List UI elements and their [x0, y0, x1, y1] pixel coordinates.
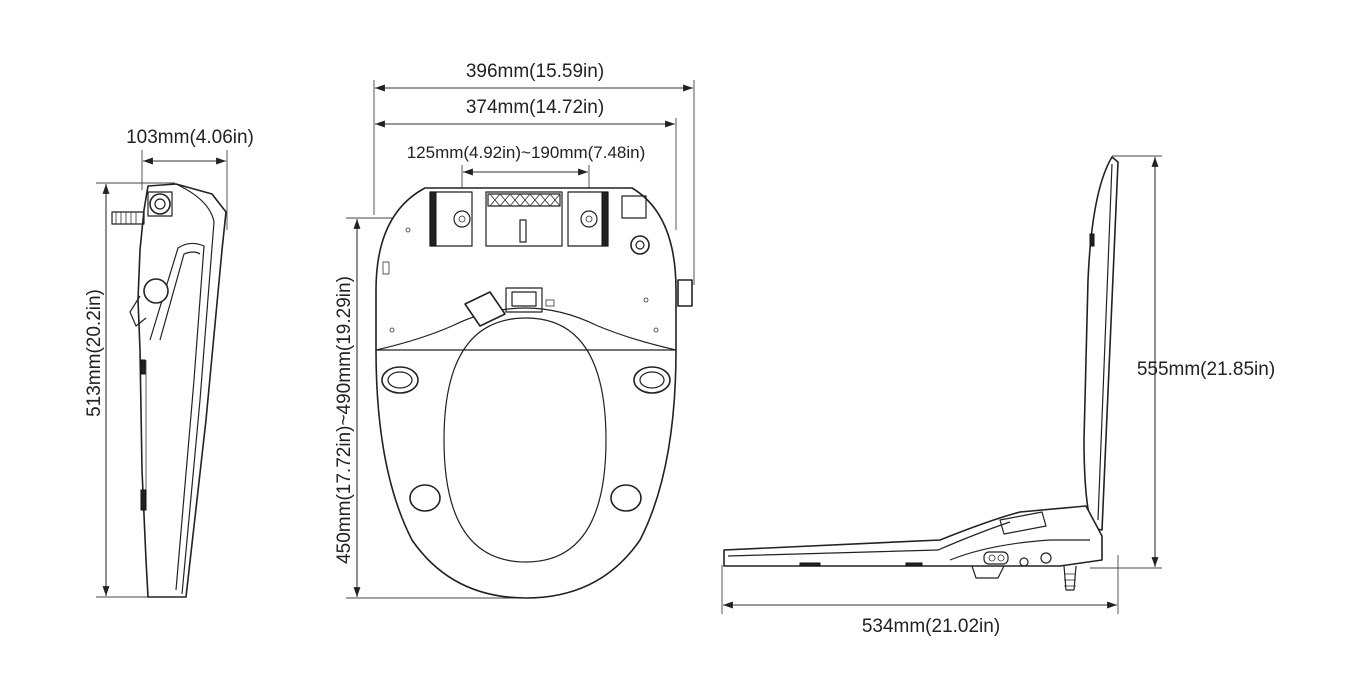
profile-view: 555mm(21.85in) 534mm(21.02in) [721, 155, 1275, 637]
open-height-label: 555mm(21.85in) [1137, 359, 1275, 380]
mount-bolt-icon [580, 210, 598, 228]
control-box-icon [464, 291, 506, 327]
side-height-label: 513mm(20.2in) [84, 289, 105, 417]
side-button-icon [983, 551, 1009, 565]
hose-connector-icon [111, 211, 145, 225]
side-control-knob-icon [143, 278, 169, 304]
open-lid-profile [1083, 156, 1119, 531]
side-view: 103mm(4.06in) 513mm(20.2in) [84, 127, 254, 598]
bumper-icon [409, 484, 441, 512]
seat-base-profile [723, 505, 1103, 591]
bumper-icon [610, 484, 642, 512]
mount-bolt-icon [453, 210, 471, 228]
overall-width-label: 396mm(15.59in) [466, 61, 604, 82]
length-label: 450mm(17.72in)~490mm(19.29in) [334, 276, 355, 564]
seat-opening [443, 317, 607, 563]
profile-length-label: 534mm(21.02in) [862, 616, 1000, 637]
seat-edge-profile [111, 183, 227, 598]
bumper-icon [633, 366, 671, 394]
top-view: 396mm(15.59in) 374mm(14.72in) 125mm(4.92… [334, 61, 695, 599]
side-width-label: 103mm(4.06in) [126, 127, 254, 148]
mount-spacing-label: 125mm(4.92in)~190mm(7.48in) [407, 143, 646, 162]
body-width-label: 374mm(14.72in) [466, 97, 604, 118]
seat-top-outline [375, 187, 693, 599]
bumper-icon [381, 366, 419, 394]
